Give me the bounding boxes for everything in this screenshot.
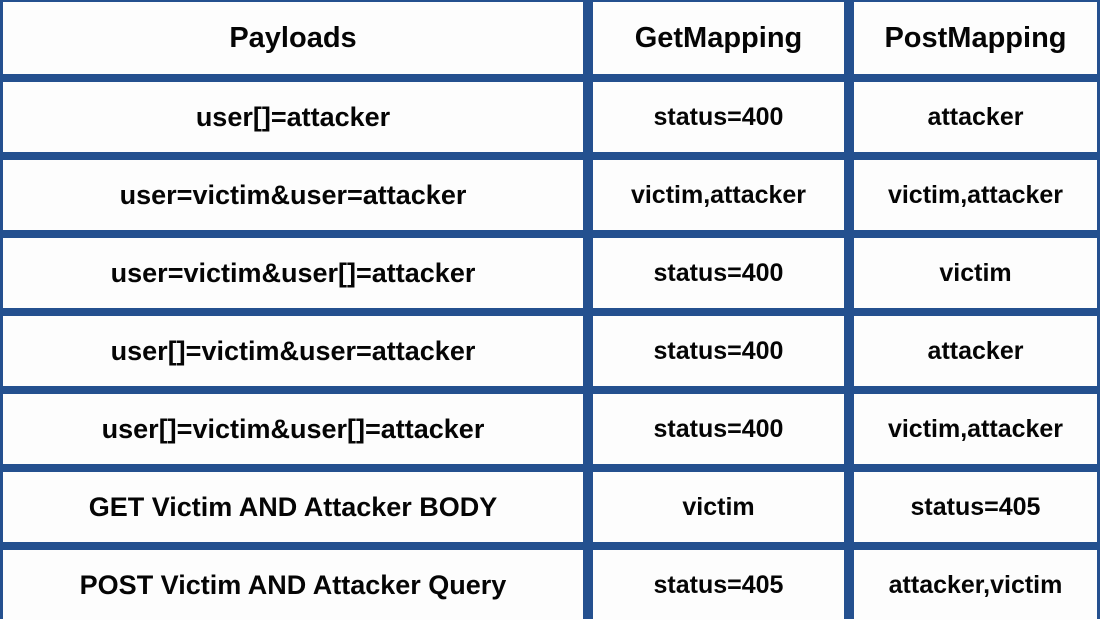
cell-getmapping: victim [593,472,844,542]
cell-payload: user[]=victim&user[]=attacker [3,394,583,464]
cell-postmapping: attacker,victim [854,550,1097,620]
table-row: POST Victim AND Attacker Query status=40… [3,550,1097,620]
cell-postmapping: victim,attacker [854,394,1097,464]
table-row: user=victim&user=attacker victim,attacke… [3,160,1097,230]
column-header-payloads: Payloads [3,2,583,74]
table-row: user[]=victim&user=attacker status=400 a… [3,316,1097,386]
table-row: user[]=attacker status=400 attacker [3,82,1097,152]
cell-getmapping: victim,attacker [593,160,844,230]
table-header-row: Payloads GetMapping PostMapping [3,2,1097,74]
cell-payload: user=victim&user[]=attacker [3,238,583,308]
cell-postmapping: victim,attacker [854,160,1097,230]
cell-payload: POST Victim AND Attacker Query [3,550,583,620]
cell-payload: user=victim&user=attacker [3,160,583,230]
cell-payload: user[]=victim&user=attacker [3,316,583,386]
cell-getmapping: status=400 [593,82,844,152]
cell-postmapping: attacker [854,82,1097,152]
cell-postmapping: attacker [854,316,1097,386]
column-header-postmapping: PostMapping [854,2,1097,74]
cell-payload: GET Victim AND Attacker BODY [3,472,583,542]
cell-payload: user[]=attacker [3,82,583,152]
cell-postmapping: status=405 [854,472,1097,542]
cell-postmapping: victim [854,238,1097,308]
table-row: user[]=victim&user[]=attacker status=400… [3,394,1097,464]
table-row: GET Victim AND Attacker BODY victim stat… [3,472,1097,542]
table-row: user=victim&user[]=attacker status=400 v… [3,238,1097,308]
cell-getmapping: status=400 [593,316,844,386]
cell-getmapping: status=405 [593,550,844,620]
cell-getmapping: status=400 [593,394,844,464]
column-header-getmapping: GetMapping [593,2,844,74]
cell-getmapping: status=400 [593,238,844,308]
